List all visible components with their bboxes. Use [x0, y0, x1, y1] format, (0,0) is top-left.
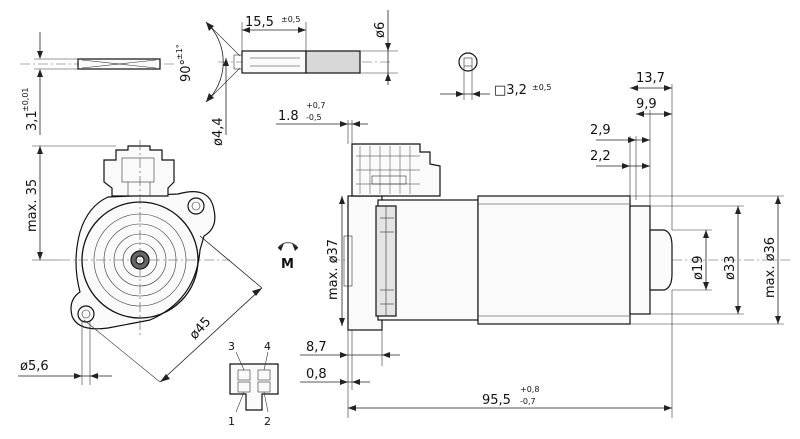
square-hole-label: □3,2 — [494, 83, 527, 98]
pin-3-label: 3 — [228, 340, 235, 353]
motor-rotation-icon — [277, 242, 299, 251]
pin-1-label: 1 — [228, 415, 235, 428]
flat-thickness-label: 3,1 — [25, 110, 40, 131]
angle-label: 90° — [179, 59, 194, 82]
max-35-label: max. 35 — [25, 179, 40, 232]
pin-2-label: 2 — [264, 415, 271, 428]
flat-thickness-tolerance: ±0,01 — [21, 87, 30, 112]
flat-section-view — [20, 32, 175, 135]
dia-33-label: ø33 — [723, 256, 738, 281]
dim-1-8-label: 1.8 — [278, 109, 299, 124]
dim-1-8-upper-tol: +0,7 — [306, 101, 325, 110]
dim-13-7-label: 13,7 — [636, 71, 665, 86]
dia-5-6-label: ø5,6 — [20, 359, 49, 374]
max-dia-37-label: max. ø37 — [326, 239, 341, 300]
dia-45-label: ø45 — [187, 314, 215, 342]
motor-front-view — [18, 140, 263, 385]
dim-8-7-label: 8,7 — [306, 340, 327, 355]
shaft-length-tolerance: ±0,5 — [281, 15, 300, 24]
shaft-side-view — [205, 10, 398, 135]
dim-9-9-label: 9,9 — [636, 97, 657, 112]
neck-diameter-label: ø4,4 — [211, 117, 226, 146]
overall-length-label: 95,5 — [482, 393, 511, 408]
dim-2-9-label: 2,9 — [590, 123, 611, 138]
overall-length-lower-tol: -0,7 — [520, 397, 536, 406]
motor-side-view — [276, 84, 790, 418]
square-hole-detail — [440, 52, 490, 100]
dim-0-8-label: 0,8 — [306, 367, 327, 382]
connector-pin-diagram — [229, 351, 279, 413]
shaft-diameter-label: ø6 — [373, 22, 388, 38]
max-dia-36-label: max. ø36 — [763, 237, 778, 298]
angle-tolerance: ±1° — [175, 44, 184, 60]
dia-19-label: ø19 — [691, 256, 706, 281]
motor-symbol: M — [281, 257, 294, 272]
dim-2-2-label: 2,2 — [590, 149, 611, 164]
square-hole-tolerance: ±0,5 — [532, 83, 551, 92]
overall-length-upper-tol: +0,8 — [520, 385, 539, 394]
dim-1-8-lower-tol: -0,5 — [306, 113, 322, 122]
shaft-length-label: 15,5 — [245, 15, 274, 30]
pin-4-label: 4 — [264, 340, 271, 353]
